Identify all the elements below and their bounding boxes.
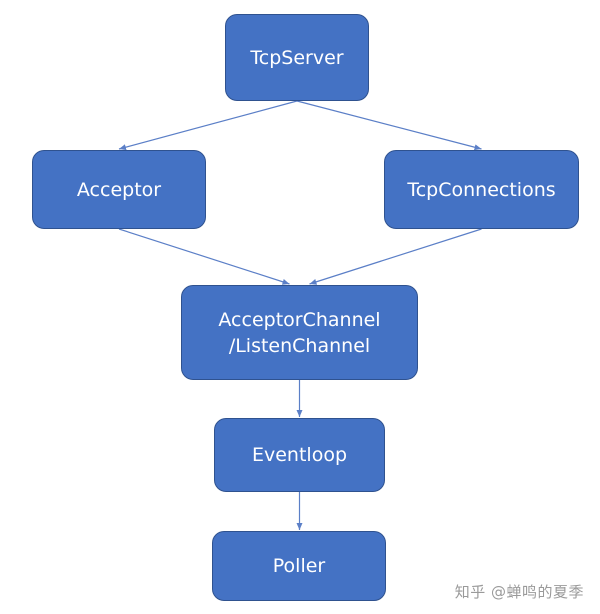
watermark: 知乎 @蝉鸣的夏季 <box>454 583 584 601</box>
node-poller-label: Poller <box>272 555 326 577</box>
node-acceptor: Acceptor <box>32 150 206 229</box>
node-tcpserver: TcpServer <box>225 14 369 101</box>
node-eventloop-label: Eventloop <box>251 444 348 466</box>
node-tcpserver-label: TcpServer <box>250 46 344 69</box>
node-tcpconnections: TcpConnections <box>384 150 579 229</box>
node-acceptorchannel: AcceptorChannel /ListenChannel <box>181 285 418 380</box>
node-acceptorchannel-line2: /ListenChannel <box>228 334 371 357</box>
node-acceptorchannel-line1: AcceptorChannel <box>218 308 381 331</box>
edge-tcpconnections-to-acceptorchannel <box>309 228 482 285</box>
node-tcpconnections-label: TcpConnections <box>407 178 556 201</box>
edge-acceptor-to-acceptorchannel <box>118 228 290 285</box>
node-poller: Poller <box>212 531 386 601</box>
node-acceptor-label: Acceptor <box>76 178 162 201</box>
edge-tcpserver-to-acceptor <box>118 100 298 151</box>
node-eventloop: Eventloop <box>214 418 385 492</box>
edge-tcpserver-to-tcpconnections <box>296 100 482 151</box>
